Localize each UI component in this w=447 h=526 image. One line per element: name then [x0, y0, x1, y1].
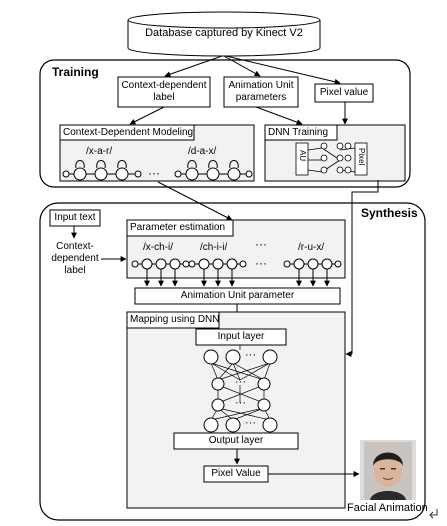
- input-text: Input text: [54, 212, 96, 223]
- au-param-label: Animation Unit parameter: [180, 290, 295, 301]
- pixel-value-label: Pixel Value: [211, 468, 261, 479]
- input-layer-label: Input layer: [217, 331, 265, 342]
- param-phoneme-1: /x-ch-i/: [143, 242, 173, 253]
- cdm-phoneme-2: /d-a-x/: [188, 146, 217, 157]
- dnn-training-title: DNN Training: [268, 127, 329, 138]
- param-phoneme-2: /ch-i-i/: [200, 242, 228, 253]
- cdm-dots: ···: [148, 166, 160, 180]
- mapping-dnn-nodes: [203, 349, 278, 433]
- training-pixel-value-box: [314, 83, 374, 103]
- facial-animation-label: Facial Animation: [347, 502, 428, 514]
- training-pixel-value: Pixel value: [319, 87, 369, 98]
- dnn-au-label: AU: [298, 150, 307, 162]
- input-layer-box: [195, 328, 287, 346]
- synthesis-ctx-label: Context-dependent label: [51, 241, 99, 276]
- output-layer-box: [173, 432, 299, 450]
- param-dots-bottom: ···: [255, 256, 267, 270]
- cdm-title-box: [59, 124, 195, 141]
- training-ctx-label: Context-dependent label: [121, 80, 207, 103]
- param-chain-1: [131, 258, 190, 270]
- synthesis-title: Synthesis: [361, 206, 418, 220]
- cdm-phoneme-1: /x-a-r/: [86, 146, 113, 157]
- param-dots-top: ···: [255, 237, 267, 251]
- param-est-title: Parameter estimation: [130, 222, 226, 233]
- output-layer-label: Output layer: [208, 435, 264, 446]
- dnn-training-net: [295, 142, 368, 176]
- return-arrow-icon: [429, 509, 438, 519]
- database-cylinder: [127, 11, 321, 57]
- mapping-dots-2: ···: [235, 376, 246, 388]
- training-au-params-box: [223, 76, 299, 108]
- cdm-title: Context-Dependent Modeling: [63, 127, 194, 138]
- param-output-arrows: [144, 269, 330, 287]
- hmm-chain-1: [62, 160, 142, 181]
- mapping-dots-4: ···: [245, 417, 256, 429]
- pixel-feed-line: [351, 180, 379, 354]
- mapping-title: Mapping using DNN: [130, 314, 220, 325]
- param-chain-2: [188, 258, 247, 270]
- hmm-chain-2: [174, 160, 253, 181]
- mapping-dots-3: ···: [235, 397, 246, 409]
- param-est-title-box: [126, 219, 234, 237]
- mapping-dots-1: ···: [245, 349, 256, 361]
- training-title: Training: [52, 65, 99, 79]
- mapping-title-box: [126, 311, 220, 329]
- dnn-pixel-label: Pixel: [357, 148, 366, 166]
- face-photo: [360, 440, 416, 500]
- dnn-training-title-box: [264, 124, 338, 141]
- training-au-params: Animation Unit parameters: [228, 80, 294, 103]
- database-label: Database captured by Kinect V2: [145, 27, 303, 39]
- input-text-box: [49, 209, 101, 227]
- param-phoneme-3: /r-u-x/: [298, 242, 325, 253]
- param-chain-3: [283, 258, 342, 270]
